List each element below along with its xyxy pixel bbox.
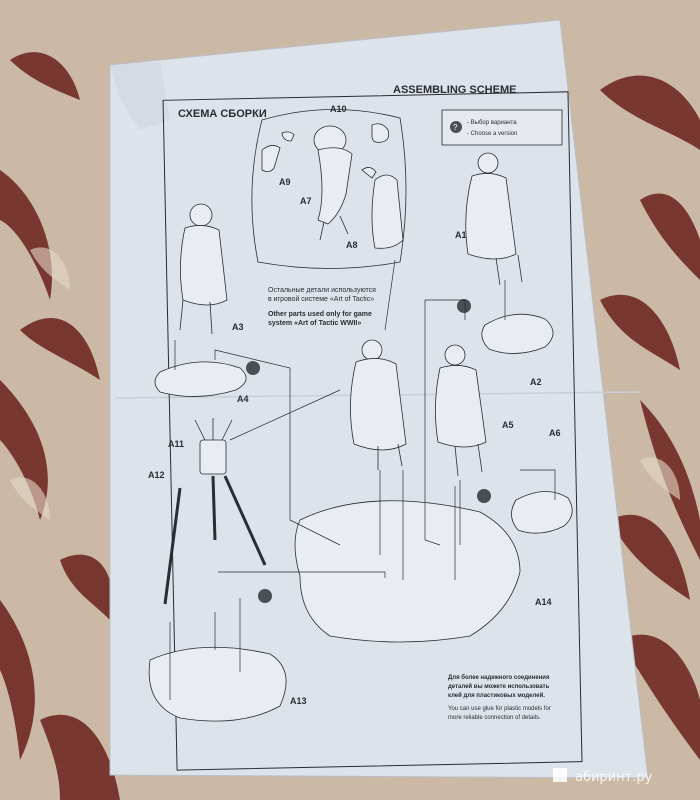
figure-a1-drawing [465, 152, 523, 286]
glue-note-en-2: more reliable connection of details. [448, 715, 541, 721]
label-a9: A9 [279, 177, 291, 187]
label-a8: A8 [346, 240, 358, 250]
version-icon-a6 [477, 489, 491, 503]
game-note-en-1: Other parts used only for game [268, 311, 372, 318]
legend-en: - Choose a version [467, 131, 517, 137]
label-a13: A13 [290, 696, 307, 706]
glue-note-ru-2: деталей вы можете использовать [448, 683, 550, 690]
label-a1: A1 [455, 230, 467, 240]
version-icon-a2 [457, 299, 471, 313]
label-a3: A3 [232, 322, 244, 332]
label-a5: A5 [502, 420, 514, 430]
legend-box [441, 109, 563, 146]
diagram-frame [162, 91, 583, 771]
tripod-a12-drawing [163, 475, 267, 605]
game-note-ru-1: Остальные детали используются [268, 287, 376, 294]
watermark-logo [553, 768, 567, 782]
base-a2-drawing [481, 313, 554, 354]
header-ru-title: СХЕМА СБОРКИ [178, 108, 267, 120]
glue-note-ru-1: Для более надежного соединения [448, 674, 550, 681]
sheet-fold-shadow [110, 62, 170, 130]
base-a14-drawing [294, 500, 521, 643]
watermark-text: абиринт.ру [575, 770, 653, 785]
base-a13-drawing [148, 646, 287, 722]
header-en-title: ASSEMBLING SCHEME [393, 84, 516, 96]
version-icon-a4 [246, 361, 260, 375]
figure-a5-drawing [435, 344, 487, 477]
label-a6: A6 [549, 428, 561, 438]
parts-detail-bubble [251, 109, 407, 269]
fabric-pattern [0, 52, 700, 800]
legend-symbol: ? [453, 123, 458, 132]
label-a2: A2 [530, 377, 542, 387]
label-a10: A10 [330, 104, 347, 114]
watermark: абиринт.ру [553, 768, 653, 785]
legend-version-icon [450, 121, 462, 133]
label-a4: A4 [237, 394, 249, 404]
part-a10-drawing [281, 123, 390, 155]
figure-centre-drawing [350, 339, 407, 470]
game-note-en-2: system «Art of Tactic WWII» [268, 320, 361, 327]
base-a4-drawing [154, 361, 247, 397]
label-a11: A11 [168, 439, 184, 449]
game-note-ru-2: в игровой системе «Art of Tactic» [268, 295, 374, 303]
figure-a3-drawing [179, 203, 228, 335]
fabric-pattern-light [10, 247, 680, 520]
part-a7-drawing [317, 147, 353, 241]
part-a9-drawing [261, 145, 281, 172]
glue-note-ru-3: клей для пластиковых моделей. [448, 692, 545, 699]
tripod-a11-drawing [194, 418, 233, 475]
legend-ru: - Выбор варианта [467, 120, 517, 126]
label-a14: A14 [535, 597, 552, 607]
assembly-guide-lines [169, 259, 556, 700]
glue-note-en-1: You can use glue for plastic models for [448, 706, 551, 712]
part-a8-drawing [361, 167, 404, 249]
base-a6-drawing [511, 491, 573, 534]
label-a7: A7 [300, 196, 312, 206]
version-icon-a14 [258, 589, 272, 603]
label-a12: A12 [148, 470, 165, 480]
